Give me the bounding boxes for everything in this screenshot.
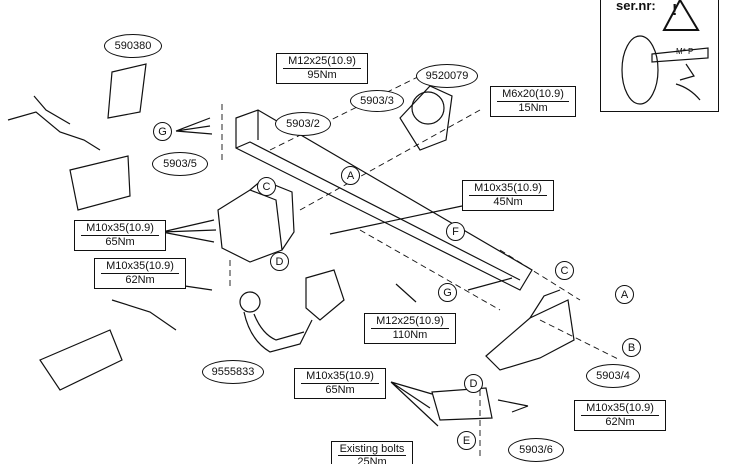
warning-icon: ! [672, 2, 678, 19]
socket-bracket [399, 85, 453, 151]
serial-number-panel [600, 0, 719, 112]
callout-b: B [622, 338, 641, 357]
callout-g-left: G [153, 122, 172, 141]
bolt-spec: M6x20(10.9) [497, 88, 569, 102]
right-bracket [485, 299, 575, 371]
plate [107, 63, 147, 119]
callout-a-right: A [615, 285, 634, 304]
bolt-spec: M10x35(10.9) [101, 260, 179, 274]
callout-c-left: C [257, 177, 276, 196]
callout-d-left: D [270, 252, 289, 271]
part-label-5903-4: 5903/4 [586, 364, 640, 388]
part-label-590380: 590380 [104, 34, 162, 58]
part-label-5903-6: 5903/6 [508, 438, 564, 462]
torque-box-m12-95: M12x25(10.9) 95Nm [276, 53, 368, 84]
torque-value: 65Nm [105, 236, 135, 248]
torque-box-m12-110: M12x25(10.9) 110Nm [364, 313, 456, 344]
callout-f: F [446, 222, 465, 241]
torque-value: 62Nm [125, 274, 155, 286]
torque-box-m10-45: M10x35(10.9) 45Nm [462, 180, 554, 211]
serial-number-label: ser.nr: [616, 0, 656, 13]
bolt-spec: M10x35(10.9) [581, 402, 659, 416]
bolt-spec: M10x35(10.9) [81, 222, 159, 236]
torque-box-m10-65-right: M10x35(10.9) 65Nm [294, 368, 386, 399]
torque-value: 45Nm [493, 196, 523, 208]
torque-value: 62Nm [605, 416, 635, 428]
callout-d-right: D [464, 374, 483, 393]
part-label-5903-5: 5903/5 [152, 152, 208, 176]
callout-e: E [457, 431, 476, 450]
part-label-5903-2: 5903/2 [275, 112, 331, 136]
crossbar [235, 109, 533, 291]
torque-box-m10-62-right: M10x35(10.9) 62Nm [574, 400, 666, 431]
torque-value: 15Nm [518, 102, 548, 114]
callout-a-top: A [341, 166, 360, 185]
torque-value: 110Nm [392, 329, 428, 341]
plate-marking: M* P [676, 47, 694, 56]
callout-g-right: G [438, 283, 457, 302]
torque-box-m10-65-left: M10x35(10.9) 65Nm [74, 220, 166, 251]
tow-ball [239, 291, 261, 313]
part-label-9520079: 9520079 [416, 64, 478, 88]
part-label-9555833: 9555833 [202, 360, 264, 384]
bolt-spec: M10x35(10.9) [469, 182, 547, 196]
bolt-spec: M10x35(10.9) [301, 370, 379, 384]
torque-value: 65Nm [325, 384, 355, 396]
right-lower-bracket [431, 387, 493, 421]
part-label-5903-3: 5903/3 [350, 90, 404, 112]
bolt-spec: M12x25(10.9) [371, 315, 449, 329]
existing-bolts-label: Existing bolts [338, 443, 406, 456]
existing-bolts-torque: 25Nm [357, 456, 387, 464]
torque-box-m10-62-left: M10x35(10.9) 62Nm [94, 258, 186, 289]
bolt-spec: M12x25(10.9) [283, 55, 361, 69]
left-bracket [217, 189, 283, 263]
existing-bolts-box: Existing bolts 25Nm [331, 441, 413, 464]
callout-c-right: C [555, 261, 574, 280]
torque-box-m6-15: M6x20(10.9) 15Nm [490, 86, 576, 117]
torque-value: 95Nm [307, 69, 337, 81]
